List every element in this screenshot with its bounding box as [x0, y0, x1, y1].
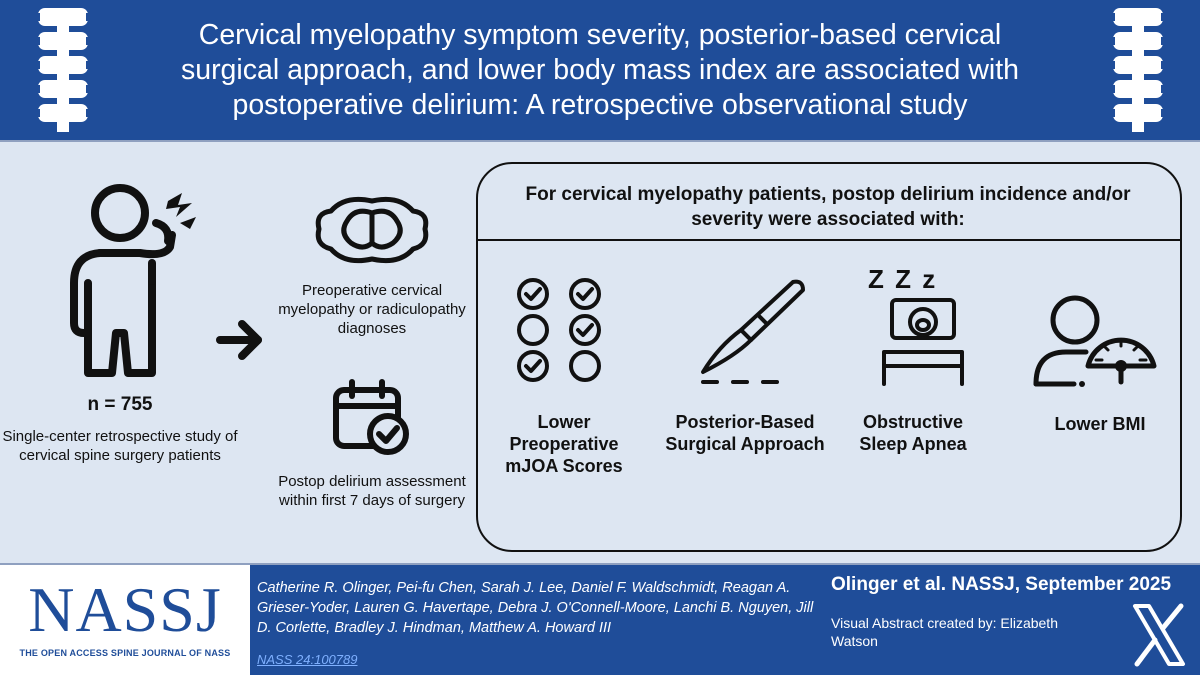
journal-logo-text: NASSJ	[28, 574, 222, 645]
header-banner	[0, 0, 1200, 140]
x-logo-icon[interactable]	[1131, 602, 1187, 668]
study-description: Single-center retrospective study of cer…	[2, 428, 238, 464]
sleep-zzz-icon: Z Z z	[868, 264, 938, 294]
scalpel-icon	[701, 279, 805, 384]
calendar-check-icon	[333, 379, 409, 455]
finding-mjoa-label: Lower Preoperative mJOA Scores	[505, 412, 623, 476]
findings-heading: For cervical myelopathy patients, postop…	[525, 184, 1131, 230]
sleeping-person-icon	[882, 298, 964, 386]
spinal-cord-icon	[315, 196, 429, 264]
assessment-text: Postop delirium assessment within first …	[278, 473, 466, 509]
finding-bmi-label: Lower BMI	[1054, 414, 1146, 434]
finding-osa-label: Obstructive Sleep Apnea	[859, 412, 967, 454]
created-by: Visual Abstract created by: Elizabeth Wa…	[831, 615, 1058, 649]
person-gauge-icon	[1033, 295, 1157, 387]
journal-logo-subtitle: THE OPEN ACCESS SPINE JOURNAL OF NASS	[19, 648, 231, 658]
journal-logo	[0, 565, 250, 675]
footer-divider	[0, 563, 1200, 565]
citation: Olinger et al. NASSJ, September 2025	[831, 574, 1172, 595]
sample-size: n = 755	[87, 394, 153, 415]
spine-icon-left	[30, 8, 96, 132]
findings-divider	[478, 239, 1180, 241]
author-list: Catherine R. Olinger, Pei-fu Chen, Sarah…	[257, 580, 814, 636]
findings-panel	[476, 162, 1182, 552]
reference-link[interactable]: NASS 24:100789	[257, 652, 358, 667]
spine-icon-right	[1105, 8, 1171, 132]
arrow-right-icon	[216, 320, 262, 360]
checklist-icon	[517, 278, 601, 382]
patient-in-pain-icon	[70, 184, 196, 377]
diagnoses-text: Preoperative cervical myelopathy or radi…	[278, 282, 466, 337]
header-divider	[0, 140, 1200, 142]
finding-approach-label: Posterior-Based Surgical Approach	[665, 412, 825, 454]
page-title: Cervical myelopathy symptom severity, po…	[180, 19, 1020, 121]
